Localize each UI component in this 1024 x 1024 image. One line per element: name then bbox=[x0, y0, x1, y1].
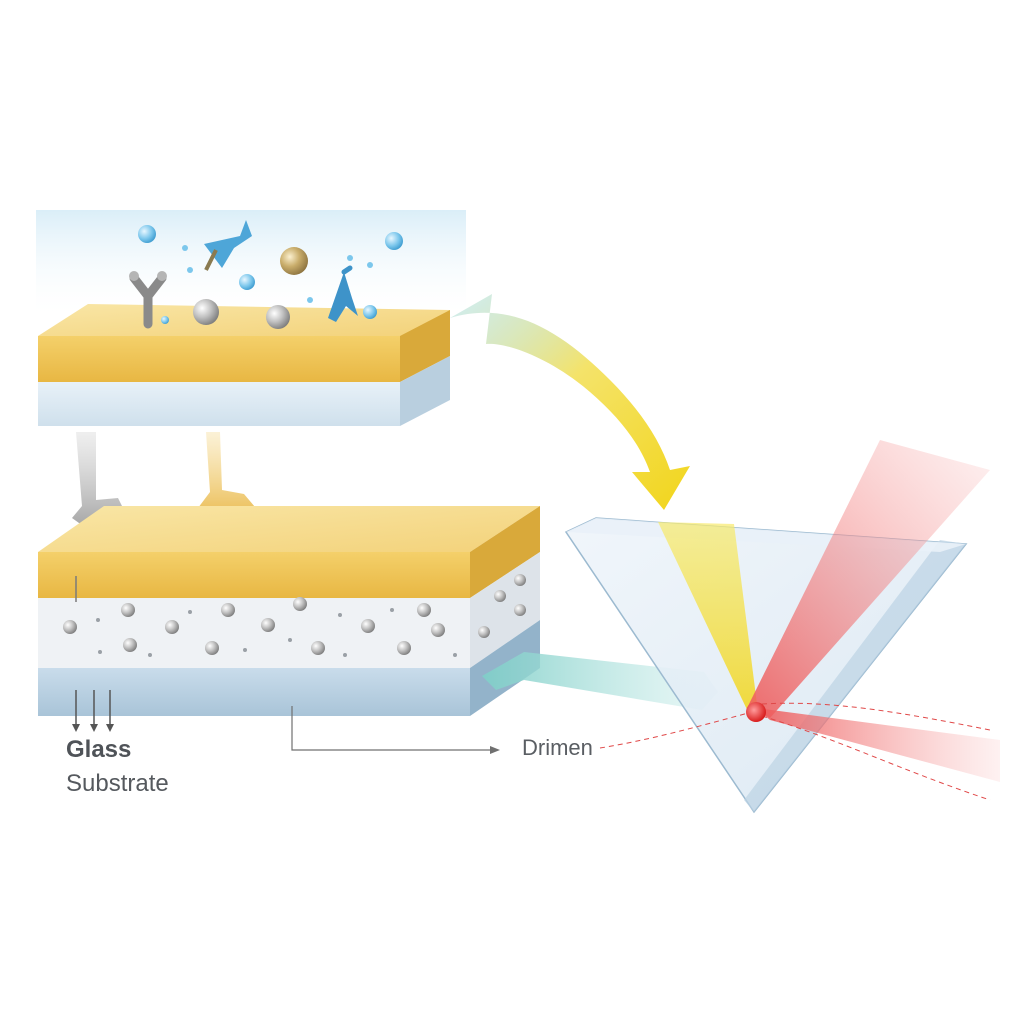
nanoparticle-icon bbox=[280, 247, 308, 275]
red-reflected-beam bbox=[756, 708, 1000, 782]
water-droplet-icon bbox=[239, 274, 255, 290]
blue-receptor-icon bbox=[328, 265, 358, 322]
top-glass-layer bbox=[38, 382, 400, 426]
water-droplet-icon bbox=[187, 267, 193, 273]
pore-dot bbox=[390, 608, 394, 612]
pore-dot bbox=[243, 648, 247, 652]
nanoparticle-icon bbox=[193, 299, 219, 325]
callout-leader bbox=[291, 706, 500, 754]
water-droplet-icon bbox=[363, 305, 377, 319]
bottom-gold-layer bbox=[38, 552, 470, 598]
callout-label: Drimen bbox=[522, 735, 593, 760]
top-gold-side bbox=[400, 310, 450, 382]
gold-down-arrow bbox=[198, 432, 266, 522]
pore-sphere bbox=[165, 620, 179, 634]
pore-sphere bbox=[261, 618, 275, 632]
prism-right-face bbox=[744, 540, 966, 812]
water-droplet-icon bbox=[367, 262, 373, 268]
yellow-curved-arrow bbox=[450, 294, 690, 510]
top-sensor-block bbox=[38, 304, 450, 426]
pore-sphere bbox=[478, 626, 490, 638]
substrate-indicator-arrows bbox=[72, 690, 114, 732]
particles-group bbox=[129, 220, 403, 329]
water-droplet-icon bbox=[161, 316, 169, 324]
water-droplet-icon bbox=[182, 245, 188, 251]
teal-arrow bbox=[482, 652, 718, 710]
pore-dot bbox=[288, 638, 292, 642]
water-droplet-icon bbox=[307, 297, 313, 303]
pore-sphere bbox=[205, 641, 219, 655]
pore-dot bbox=[453, 653, 457, 657]
bottom-gold-top-face bbox=[38, 506, 540, 552]
pore-sphere bbox=[311, 641, 325, 655]
pore-sphere bbox=[293, 597, 307, 611]
glass-label: Glass bbox=[66, 736, 132, 763]
top-gold-layer bbox=[38, 336, 400, 382]
pore-dot bbox=[148, 653, 152, 657]
pore-dot bbox=[188, 610, 192, 614]
substrate-layer bbox=[38, 668, 470, 716]
porous-layer bbox=[38, 598, 470, 668]
solution-mist bbox=[36, 210, 466, 320]
pores-group bbox=[63, 574, 526, 657]
bottom-sensor-block bbox=[38, 506, 540, 716]
pore-sphere bbox=[63, 620, 77, 634]
pore-sphere bbox=[514, 604, 526, 616]
pore-sphere bbox=[221, 603, 235, 617]
water-droplet-icon bbox=[138, 225, 156, 243]
pore-sphere bbox=[397, 641, 411, 655]
pore-dot bbox=[338, 613, 342, 617]
pore-sphere bbox=[494, 590, 506, 602]
bottom-gold-side bbox=[470, 506, 540, 598]
pore-dot bbox=[96, 618, 100, 622]
dashed-ray-left bbox=[599, 711, 753, 749]
pore-sphere bbox=[417, 603, 431, 617]
blue-receptor-icon bbox=[204, 220, 252, 271]
pore-sphere bbox=[431, 623, 445, 637]
y-shaped-antibody-icon bbox=[129, 271, 167, 329]
pore-sphere bbox=[123, 638, 137, 652]
top-glass-side bbox=[400, 356, 450, 426]
substrate-label: Substrate bbox=[66, 770, 169, 797]
pore-sphere bbox=[121, 603, 135, 617]
red-dot-icon bbox=[746, 702, 766, 722]
dashed-ray-lower bbox=[761, 715, 991, 801]
pore-sphere bbox=[361, 619, 375, 633]
yellow-light-beam bbox=[658, 522, 758, 716]
nanoparticle-icon bbox=[266, 305, 290, 329]
red-incident-beam bbox=[748, 440, 990, 718]
pore-sphere bbox=[514, 574, 526, 586]
water-droplet-icon bbox=[347, 255, 353, 261]
pore-dot bbox=[343, 653, 347, 657]
pore-dot bbox=[98, 650, 102, 654]
water-droplet-icon bbox=[385, 232, 403, 250]
top-gold-top-face bbox=[38, 304, 450, 336]
